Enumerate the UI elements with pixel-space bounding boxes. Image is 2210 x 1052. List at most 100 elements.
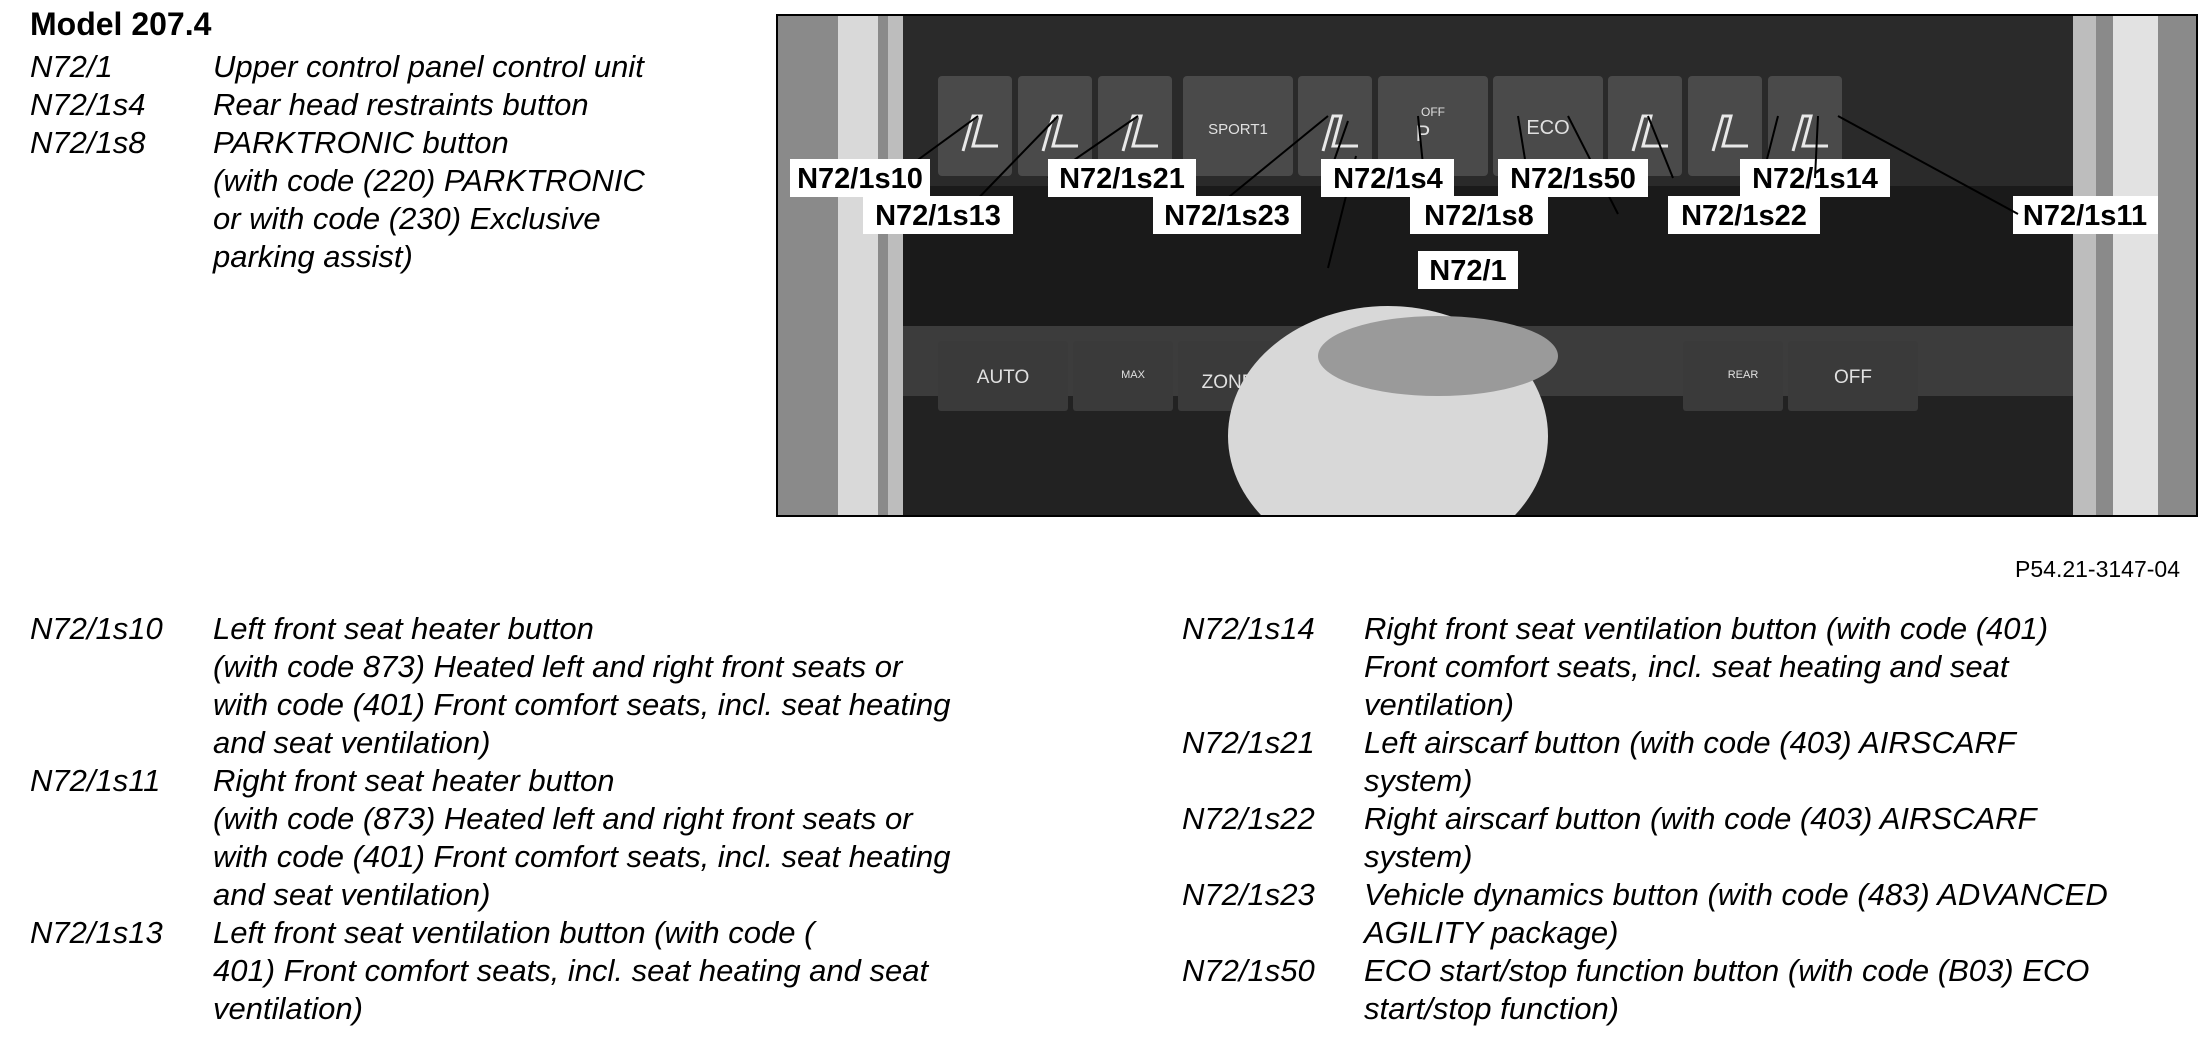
callout-n1: N72/1 (1429, 255, 1506, 287)
btn-vehicle-dynamics (1183, 76, 1293, 176)
head-restraint-icon (1321, 114, 1358, 152)
btn-rear-head-restraints (1298, 76, 1372, 176)
legend-code: N72/1s10 (30, 611, 163, 646)
legend-description-line: (with code 873) Heated left and right fr… (213, 649, 903, 684)
rear-label: REAR (1728, 369, 1759, 381)
bottom-right-legend: N72/1s14 Right front seat ventilation but… (1182, 610, 2202, 1028)
callout-s10-bg (790, 159, 930, 197)
legend-description-line: Vehicle dynamics button (with code (483)… (1364, 877, 2108, 912)
legend-description: Right airscarf button (with code (403) A… (1364, 800, 2202, 876)
seat-heater-icon (961, 114, 998, 152)
legend-entry: N72/1s13 Left front seat ventilation butt… (30, 914, 1070, 1028)
legend-description-line: (with code (873) Heated left and right f… (213, 801, 913, 836)
legend-description-line: ECO start/stop function button (with cod… (1364, 953, 2090, 988)
seat-ventilation-icon (1041, 114, 1078, 152)
btn-parktronic (1378, 76, 1488, 176)
airscarf-icon (1631, 114, 1668, 152)
legend-code: N72/1s8 (30, 125, 146, 160)
legend-description-line: Left front seat heater button (213, 611, 594, 646)
model-title: Model 207.4 (30, 6, 212, 42)
figure-reference: P54.21-3147-04 (2015, 556, 2180, 582)
legend-description-line: system) (1364, 763, 1473, 798)
btn-eco (1493, 76, 1603, 176)
callout-s4: N72/1s4 (1333, 163, 1443, 195)
legend-description-line: AGILITY package) (1364, 915, 1619, 950)
sport-label: SPORT1 (1208, 121, 1268, 138)
seat-ventilation-icon (1711, 114, 1748, 152)
legend-description-line: Front comfort seats, incl. seat heating … (1364, 649, 2009, 684)
legend-code: N72/1s14 (1182, 611, 1315, 646)
btn-right-airscarf (1608, 76, 1682, 176)
legend-description-line: Right front seat heater button (213, 763, 615, 798)
legend-description-line: Left airscarf button (with code (403) AI… (1364, 725, 2016, 760)
legend-entry: N72/1 Upper control panel control unit (30, 48, 750, 86)
eco-label: ECO (1526, 117, 1569, 139)
callout-s21: N72/1s21 (1059, 163, 1185, 195)
callout-s13: N72/1s13 (875, 200, 1001, 232)
legend-description-line: ventilation) (213, 991, 363, 1026)
legend-description-line: parking assist) (213, 239, 413, 274)
legend-description-line: Right airscarf button (with code (403) A… (1364, 801, 2037, 836)
upper-button-row: SPORT1 OFF P ECO (938, 76, 1842, 176)
legend-description-line: 401) Front comfort seats, incl. seat hea… (213, 953, 929, 988)
callout-s22: N72/1s22 (1681, 200, 1807, 232)
legend-entry: N72/1s23 Vehicle dynamics button (with co… (1182, 876, 2202, 952)
control-panel-photo: SPORT1 OFF P ECO AUTO MAX ZONE REAR OFF (776, 14, 2198, 517)
legend-entry: N72/1s10 Left front seat heater button(wi… (30, 610, 1070, 762)
legend-entry: N72/1s21 Left airscarf button (with code … (1182, 724, 2202, 800)
btn-left-seat-heater (938, 76, 1012, 176)
legend-description: Left front seat ventilation button (with… (213, 914, 1070, 1028)
off-label: OFF (1834, 367, 1872, 388)
legend-description: Right front seat ventilation button (wit… (1364, 610, 2202, 724)
legend-description: Left airscarf button (with code (403) AI… (1364, 724, 2202, 800)
max-label: MAX (1121, 369, 1146, 381)
legend-description-line: or with code (230) Exclusive (213, 201, 601, 236)
seat-heater-icon (1791, 114, 1828, 152)
legend-code: N72/1s13 (30, 915, 163, 950)
legend-description: Upper control panel control unit (213, 48, 750, 86)
legend-description: Right front seat heater button(with code… (213, 762, 1070, 914)
callouts: N72/1s10 N72/1s13 N72/1s21 N72/1s23 N72/… (790, 159, 2158, 289)
park-off-label: OFF (1421, 105, 1445, 119)
legend-description-line: ventilation) (1364, 687, 1514, 722)
control-panel-illustration: SPORT1 OFF P ECO AUTO MAX ZONE REAR OFF (778, 16, 2196, 515)
airscarf-icon (1121, 114, 1158, 152)
legend-code: N72/1s21 (1182, 725, 1315, 760)
legend-description-line: start/stop function) (1364, 991, 1620, 1026)
callout-s10: N72/1s10 (797, 163, 923, 195)
legend-description-line: Right front seat ventilation button (wit… (1364, 611, 2049, 646)
legend-description-line: PARKTRONIC button (213, 125, 509, 160)
legend-description: Vehicle dynamics button (with code (483)… (1364, 876, 2202, 952)
legend-description: PARKTRONIC button(with code (220) PARKTR… (213, 124, 750, 276)
legend-entry: N72/1s8 PARKTRONIC button(with code (220)… (30, 124, 750, 276)
legend-description-line: Upper control panel control unit (213, 49, 644, 84)
legend-code: N72/1s11 (30, 763, 161, 798)
legend-description-line: system) (1364, 839, 1473, 874)
btn-right-seat-heater (1768, 76, 1842, 176)
callout-s8: N72/1s8 (1424, 200, 1534, 232)
auto-label: AUTO (977, 367, 1029, 388)
legend-description: Rear head restraints button (213, 86, 750, 124)
callout-s23: N72/1s23 (1164, 200, 1290, 232)
legend-description-line: with code (401) Front comfort seats, inc… (213, 839, 951, 874)
legend-description-line: and seat ventilation) (213, 725, 491, 760)
callout-s50: N72/1s50 (1510, 163, 1636, 195)
legend-entry: N72/1s11 Right front seat heater button(w… (30, 762, 1070, 914)
legend-entry: N72/1s14 Right front seat ventilation but… (1182, 610, 2202, 724)
legend-code: N72/1s23 (1182, 877, 1315, 912)
btn-right-seat-ventilation (1688, 76, 1762, 176)
btn-left-seat-ventilation (1018, 76, 1092, 176)
legend-code: N72/1 (30, 49, 113, 84)
legend-description-line: Left front seat ventilation button (with… (213, 915, 815, 950)
legend-description-line: with code (401) Front comfort seats, inc… (213, 687, 951, 722)
legend-description: Left front seat heater button(with code … (213, 610, 1070, 762)
btn-left-airscarf (1098, 76, 1172, 176)
park-label: P (1416, 121, 1431, 146)
legend-description-line: (with code (220) PARKTRONIC (213, 163, 645, 198)
legend-description-line: and seat ventilation) (213, 877, 491, 912)
